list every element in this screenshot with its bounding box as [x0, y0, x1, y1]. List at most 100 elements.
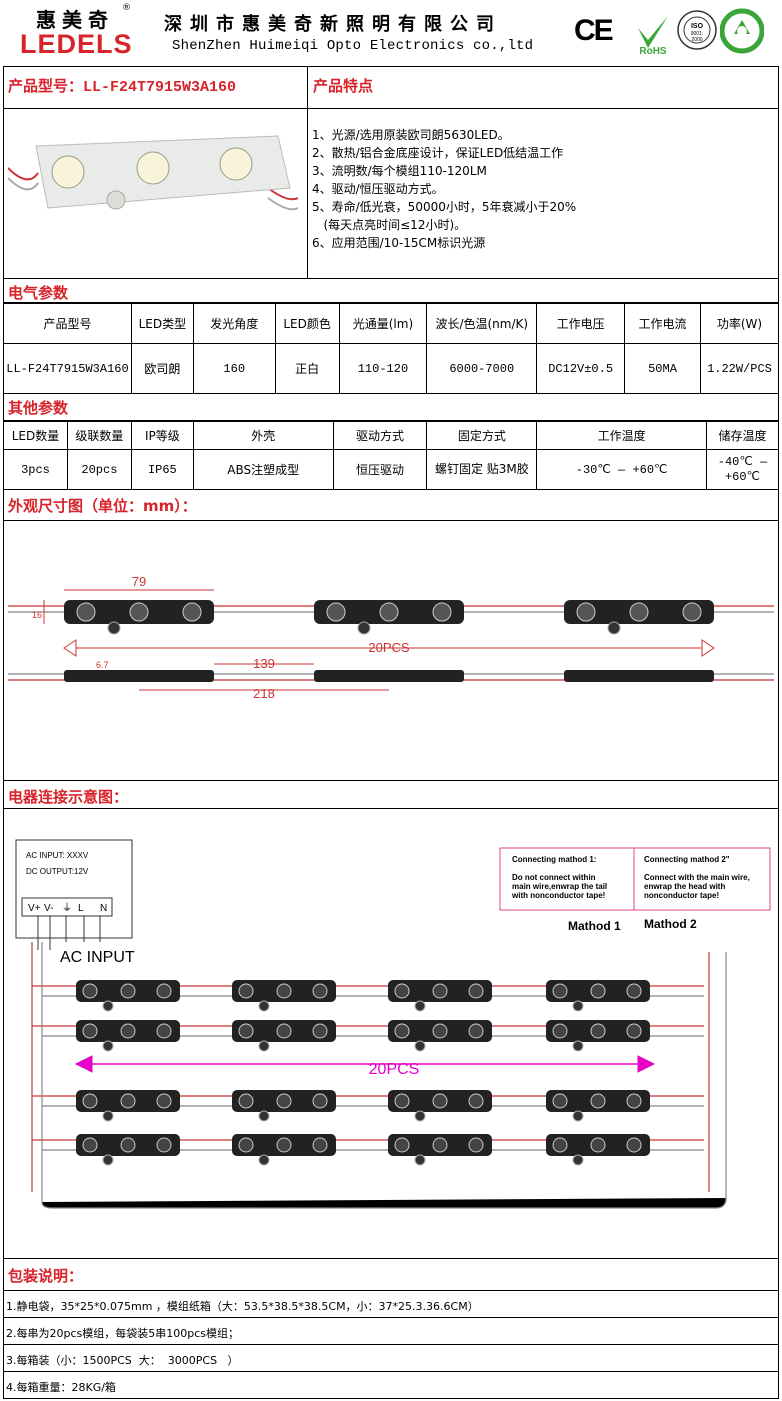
svg-text:79: 79	[132, 574, 146, 589]
other-title-frame	[3, 393, 779, 421]
table-cell: 6000-7000	[426, 343, 538, 394]
logo-chinese: 惠美奇	[36, 8, 114, 32]
product-divider-h	[3, 108, 779, 109]
feature-item: 3、流明数/每个模组110-120LM	[312, 164, 487, 178]
table-cell: 20pcs	[66, 449, 132, 490]
company-name-en: ShenZhen Huimeiqi Opto Electronics co.,l…	[172, 38, 534, 54]
table-header: LED颜色	[274, 303, 340, 344]
svg-text:2000: 2000	[691, 37, 702, 43]
table-header: 级联数量	[66, 421, 132, 450]
table-cell: LL-F24T7915W3A160	[3, 343, 132, 394]
svg-text:Mathod 2: Mathod 2	[644, 917, 697, 931]
packing-row-frame	[3, 1372, 779, 1399]
table-header: 外壳	[192, 421, 334, 450]
svg-text:Connect with the main wire,: Connect with the main wire,	[644, 873, 750, 882]
table-cell: 恒压驱动	[332, 449, 428, 490]
rohs-icon: RoHS	[638, 16, 668, 56]
svg-text:L: L	[78, 903, 84, 914]
packing-row-frame	[3, 1318, 779, 1345]
iso-9001-icon: ISO 9001: 2000	[677, 10, 717, 50]
svg-text:main wire,enwrap the tail: main wire,enwrap the tail	[512, 882, 607, 891]
svg-text:RoHS: RoHS	[639, 46, 667, 56]
ce-mark-icon: CE	[574, 14, 614, 47]
logo-ledels: LEDELS	[20, 29, 133, 59]
svg-text:9001:: 9001:	[691, 31, 704, 37]
packing-row-frame	[3, 1345, 779, 1372]
svg-text:⏚: ⏚	[62, 902, 72, 914]
svg-text:DC OUTPUT:12V: DC OUTPUT:12V	[26, 867, 89, 876]
product-divider-v	[307, 66, 308, 279]
wiring-title-frame	[3, 781, 779, 809]
other-title: 其他参数	[8, 399, 69, 417]
packing-title: 包装说明：	[8, 1267, 84, 1285]
svg-text:enwrap the head with: enwrap the head with	[644, 882, 725, 891]
table-cell: -30℃ — +60℃	[536, 449, 708, 490]
table-cell: 1.22W/PCS	[699, 343, 780, 394]
svg-text:ISO: ISO	[691, 23, 704, 30]
table-header: 驱动方式	[332, 421, 428, 450]
table-header: 工作电压	[536, 303, 626, 344]
packing-row-frame	[3, 1291, 779, 1318]
packing-item: 3.每箱装（小：1500PCS 大： 3000PCS ）	[6, 1354, 239, 1367]
table-cell: ABS注塑成型	[192, 449, 334, 490]
svg-text:Connecting mathod 2": Connecting mathod 2"	[644, 855, 730, 864]
packing-title-frame	[3, 1259, 779, 1291]
table-header: 功率(W)	[699, 303, 780, 344]
table-header: 工作温度	[536, 421, 708, 450]
table-header: 光通量(lm)	[338, 303, 428, 344]
table-header: 产品型号	[3, 303, 132, 344]
electrical-title: 电气参数	[8, 284, 69, 302]
wiring-diagram: AC INPUT: XXXV DC OUTPUT:12V V+ V- ⏚ L N…	[15, 839, 771, 1209]
feature-item: 2、散热/铝合金底座设计，保证LED低结温工作	[312, 146, 564, 160]
wiring-frame	[3, 809, 779, 1259]
feature-item: 1、光源/选用原装欧司朗5630LED。	[312, 128, 510, 142]
svg-text:20PCS: 20PCS	[369, 1061, 420, 1078]
other-table: LED数量 级联数量 IP等级 外壳 驱动方式 固定方式 工作温度 储存温度 3…	[3, 421, 779, 490]
svg-text:218: 218	[253, 686, 275, 701]
dimension-frame	[3, 521, 779, 781]
svg-text:16: 16	[32, 610, 42, 620]
svg-text:V+: V+	[28, 903, 41, 914]
feature-item: 6、应用范围/10-15CM标识光源	[312, 236, 486, 250]
svg-text:AC INPUT: AC INPUT	[60, 949, 135, 966]
electrical-title-frame	[3, 279, 779, 303]
features-title: 产品特点	[313, 77, 374, 95]
dimension-drawing: 79 16 20PCS 6.7 139 218	[8, 574, 774, 701]
svg-text:AC INPUT: XXXV: AC INPUT: XXXV	[26, 851, 89, 860]
table-header: 工作电流	[624, 303, 701, 344]
table-header: LED类型	[130, 303, 194, 344]
product-model-title: 产品型号：LL-F24T7915W3A160	[8, 79, 237, 96]
svg-text:nonconductor tape!: nonconductor tape!	[644, 891, 719, 900]
dimension-title: 外观尺寸图（单位：mm）：	[8, 497, 197, 515]
table-cell: DC12V±0.5	[536, 343, 626, 394]
feature-item: 5、寿命/低光衰，50000小时，5年衰减小于20%	[312, 200, 577, 214]
svg-text:139: 139	[253, 656, 275, 671]
company-name-cn: 深圳市惠美奇新照明有限公司	[164, 14, 502, 35]
packing-item: 4.每箱重量：28KG/箱	[6, 1381, 116, 1394]
features-list: 1、光源/选用原装欧司朗5630LED。 2、散热/铝合金底座设计，保证LED低…	[312, 126, 576, 252]
svg-text:Mathod 1: Mathod 1	[568, 919, 621, 933]
table-cell: IP65	[130, 449, 194, 490]
dimension-title-frame	[3, 489, 779, 521]
packing-item: 2.每串为20pcs模组，每袋装5串100pcs模组；	[6, 1327, 240, 1340]
svg-text:Connecting mathod 1:: Connecting mathod 1:	[512, 855, 596, 864]
table-header: 波长/色温(nm/K)	[426, 303, 538, 344]
registered-mark: ®	[122, 3, 131, 13]
table-cell: -40℃ — +60℃	[706, 449, 779, 490]
table-header: 固定方式	[426, 421, 538, 450]
table-cell: 正白	[274, 343, 340, 394]
feature-item: (每天点亮时间≤12小时)。	[312, 218, 467, 232]
table-header: IP等级	[130, 421, 194, 450]
electrical-table: 产品型号 LED类型 发光角度 LED颜色 光通量(lm) 波长/色温(nm/K…	[3, 303, 780, 394]
wiring-title: 电器连接示意图：	[8, 788, 129, 806]
svg-text:V-: V-	[44, 903, 53, 914]
svg-text:20PCS: 20PCS	[368, 640, 410, 655]
table-cell: 50MA	[624, 343, 701, 394]
svg-text:N: N	[100, 903, 107, 914]
table-cell: 160	[192, 343, 276, 394]
recycle-icon	[720, 8, 764, 54]
table-header: 储存温度	[706, 421, 779, 450]
svg-text:with nonconductor tape!: with nonconductor tape!	[511, 891, 605, 900]
table-header: 发光角度	[192, 303, 276, 344]
table-cell: 110-120	[338, 343, 428, 394]
